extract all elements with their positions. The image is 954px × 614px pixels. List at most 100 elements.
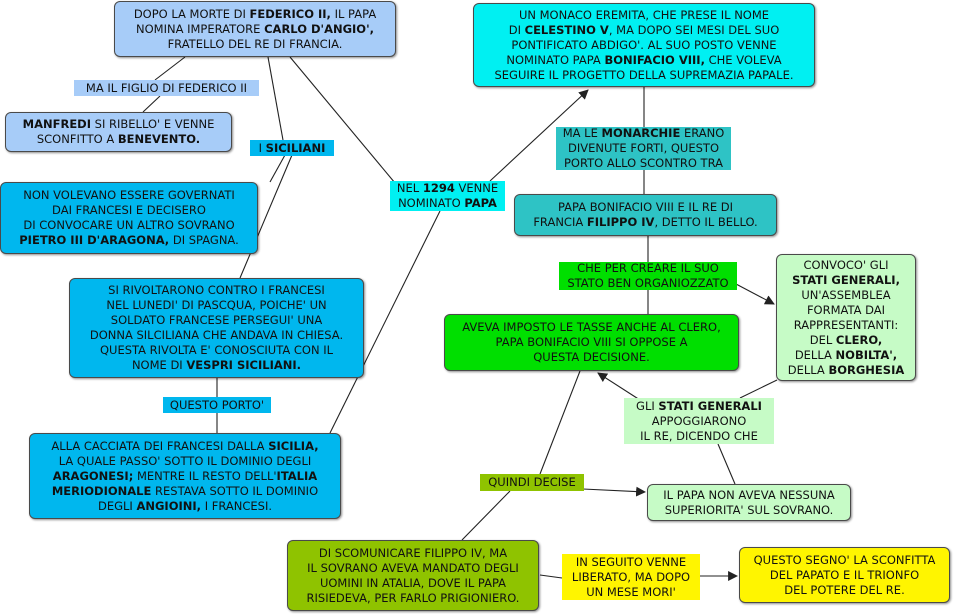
text-line: MA LE MONARCHIE ERANO [559,126,728,141]
connector [735,283,775,305]
text-line: RAPPRESENTANTI: [781,318,911,333]
text-run: MA IL FIGLIO DI FEDERICO II [85,80,248,95]
text-run: SUPERIORITA' SUL SOVRANO. [664,502,834,517]
text-run: DI CONVOCARE UN ALTRO SOVRANO [23,218,235,232]
text-line: QUINDI DECISE [483,475,581,490]
text-run: , MA DOPO SEI MESI DEL SUO [608,22,780,37]
text-run: DONNA SILCILIANA CHE ANDAVA IN CHIESA. [89,328,344,342]
text-run: NOME DI [131,358,187,372]
text-run: MENTRE IL RESTO DELL' [133,468,277,483]
text-line: STATI GENERALI, [781,273,911,288]
bold-text: MERIODIONALE [51,483,152,498]
text-run: FORMATA DAI [806,302,886,317]
text-line: NON VOLEVANO ESSERE GOVERNATI [5,188,253,203]
text-line: MERIODIONALE RESTAVA SOTTO IL DOMINIO [34,484,336,499]
connector [461,490,511,541]
connector [597,372,641,401]
text-run: AVEVA IMPOSTO LE TASSE ANCHE AL CLERO, [462,320,721,334]
text-run: QUESTO SEGNO' LA SCONFITTA [753,552,936,567]
text-run: QUINDI DECISE [488,475,576,489]
connector [739,379,778,399]
text-line: CONVOCO' GLI [781,258,911,273]
text-line: UN MONACO EREMITA, CHE PRESE IL NOME [478,8,810,23]
text-run: RAPPRESENTANTI: [793,317,899,332]
text-line: DEL PAPATO E IL TRIONFO [744,568,945,583]
text-run: NON VOLEVANO ESSERE GOVERNATI [23,188,235,202]
text-run: DEL PAPATO E IL TRIONFO [769,567,920,582]
text-line: UN MESE MORI' [565,585,697,600]
text-line: LIBERATO, MA DOPO [565,570,697,585]
text-run: ERANO [680,126,725,140]
text-line: DELLA NOBILTA', [781,348,911,363]
text-run: DELLA [794,347,836,362]
text-line: PONTIFICATO ABDIGO'. AL SUO POSTO VENNE [478,38,810,53]
text-line: STATO BEN ORGANIOZZATO [562,276,734,291]
text-run: IL PAPA NON AVEVA NESSUNA [663,487,835,502]
text-run: PONTIFICATO ABDIGO'. AL SUO POSTO VENNE [511,37,777,52]
text-run: , DETTO IL BELLO. [654,215,758,229]
text-line: QUESTA DECISIONE. [449,350,734,365]
text-run: DELLA [787,362,829,377]
text-run: QUESTO PORTO' [169,397,265,412]
text-run: CHE PER CREARE IL SUO [577,261,719,275]
bold-text: STATI GENERALI [658,398,762,413]
text-line: LA QUALE PASSO' SOTTO IL DOMINIO DEGLI [34,454,336,469]
text-run: APPOGGIARONO [651,413,747,428]
text-line: I SICILIANI [253,141,331,156]
text-line: NEL LUNEDI' DI PASCQUA, POICHE' UN [74,298,359,313]
text-run: IL SOVRANO AVEVA MANDATO DEGLI [307,560,519,575]
text-run: PAPA BONIFACIO VIII E IL RE DI [557,200,734,214]
text-run: CONVOCO' GLI [803,257,889,272]
text-run: QUESTA DECISIONE. [533,350,650,364]
text-run: I [258,140,266,155]
text-line: UN'ASSEMBLEA [781,288,911,303]
label-figlio: MA IL FIGLIO DI FEDERICO II [74,80,259,96]
text-run: UOMINI IN ATALIA, DOVE IL PAPA [319,575,507,590]
text-line: DIVENUTE FORTI, QUESTO [559,141,728,156]
bold-text: SICILIANI [265,140,326,155]
label-quindi-decise: QUINDI DECISE [480,474,584,491]
text-run: FRATELLO DEL RE DI FRANCIA. [167,36,343,51]
label-siciliani: I SICILIANI [250,140,334,156]
text-run: IL RE, DICENDO CHE [640,428,758,443]
text-run: NOMINATO PAPA [506,52,605,67]
bold-text: CELESTINO V [524,22,609,37]
text-line: QUESTO PORTO' [166,398,268,413]
text-run: UN MONACO EREMITA, CHE PRESE IL NOME [518,7,770,22]
text-run: NOMINATO [398,196,465,210]
text-run: FRANCIA [533,215,587,229]
bold-text: 1294 [422,181,455,195]
text-run: SOLDATO FRANCESE PERSEGUI' UNA [110,313,323,327]
text-line: MA IL FIGLIO DI FEDERICO II [77,81,256,96]
connector [582,486,646,497]
bold-text: PIETRO III D'ARAGONA, [19,233,170,247]
bold-text: ARAGONESI; [52,468,134,483]
text-run: VENNE [454,181,499,195]
text-line: IL RE, DICENDO CHE [627,429,771,444]
text-line: SEGUIRE IL PROGETTO DELLA SUPREMAZIA PAP… [478,68,810,83]
text-line: DI CELESTINO V, MA DOPO SEI MESI DEL SUO [478,23,810,38]
text-run: DEL [809,332,836,347]
text-line: DEL POTERE DEL RE. [744,583,945,598]
node-tasse: AVEVA IMPOSTO LE TASSE ANCHE AL CLERO,PA… [444,314,739,371]
text-line: NOME DI VESPRI SICILIANI. [74,358,359,373]
text-line: UOMINI IN ATALIA, DOVE IL PAPA [292,576,534,591]
text-line: FRATELLO DEL RE DI FRANCIA. [119,37,391,52]
text-line: NOMINATO PAPA [393,196,502,211]
text-line: NEL 1294 VENNE [393,181,502,196]
text-run: DI [508,22,525,37]
text-run: DI SCOMUNICARE FILIPPO IV, MA [318,545,508,560]
bold-text: BONIFACIO VIII, [604,52,705,67]
text-line: DOPO LA MORTE DI FEDERICO II, IL PAPA [119,7,391,22]
